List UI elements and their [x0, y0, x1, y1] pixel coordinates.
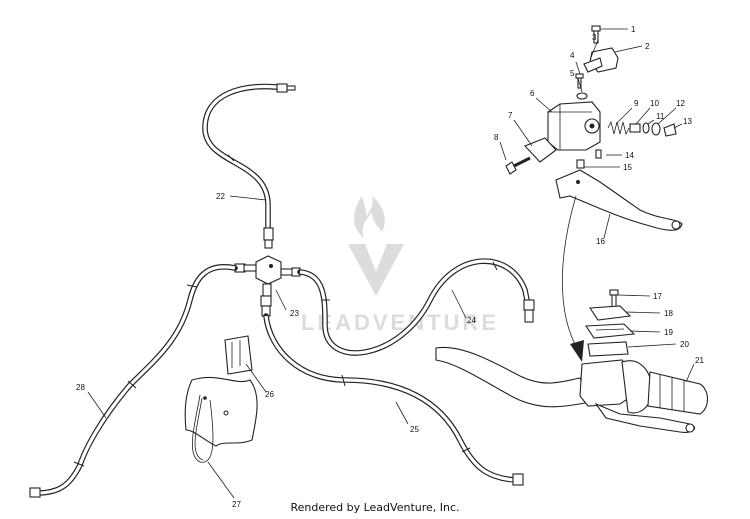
- callout-6: 6: [530, 89, 535, 98]
- callout-14: 14: [625, 151, 634, 160]
- callout-27: 27: [232, 500, 241, 509]
- callout-5: 5: [570, 69, 575, 78]
- footer-credit: Rendered by LeadVenture, Inc.: [290, 501, 460, 514]
- callout-3: 3: [592, 33, 597, 42]
- callout-28: 28: [76, 383, 85, 392]
- callout-23: 23: [290, 309, 299, 318]
- callout-19: 19: [664, 328, 673, 337]
- callout-13: 13: [683, 117, 692, 126]
- callout-11: 11: [656, 112, 665, 121]
- hose-25: [263, 313, 524, 486]
- watermark-text: LEADVENTURE: [301, 310, 499, 335]
- hose-24: [297, 258, 535, 356]
- hose-22: [202, 83, 296, 249]
- handlebar-assembly: [435, 289, 709, 433]
- hose-28: [29, 264, 238, 498]
- master-cylinder-assembly: [505, 25, 683, 231]
- sleeve-26: [224, 335, 253, 375]
- callout-1: 1: [631, 25, 636, 34]
- callout-labels: 1 2 3 4 5 6 7 8 9 10 11 12 13 14 15 16 1…: [76, 25, 704, 509]
- callout-21: 21: [695, 356, 704, 365]
- install-arrow: [561, 195, 584, 362]
- callout-17: 17: [653, 292, 662, 301]
- callout-26: 26: [265, 390, 274, 399]
- cover-27: [184, 376, 258, 463]
- callout-2: 2: [645, 42, 650, 51]
- callout-15: 15: [623, 163, 632, 172]
- callout-18: 18: [664, 309, 673, 318]
- junction-block-23: [234, 255, 301, 317]
- callout-9: 9: [634, 99, 639, 108]
- watermark-logo: LEADVENTURE: [301, 196, 499, 335]
- callout-25: 25: [410, 425, 419, 434]
- callout-22: 22: [216, 192, 225, 201]
- callout-7: 7: [508, 111, 513, 120]
- callout-10: 10: [650, 99, 659, 108]
- callout-12: 12: [676, 99, 685, 108]
- callout-20: 20: [680, 340, 689, 349]
- leader-lines: [87, 28, 695, 499]
- callout-4: 4: [570, 51, 575, 60]
- callout-8: 8: [494, 133, 499, 142]
- callout-16: 16: [596, 237, 605, 246]
- callout-24: 24: [467, 316, 476, 325]
